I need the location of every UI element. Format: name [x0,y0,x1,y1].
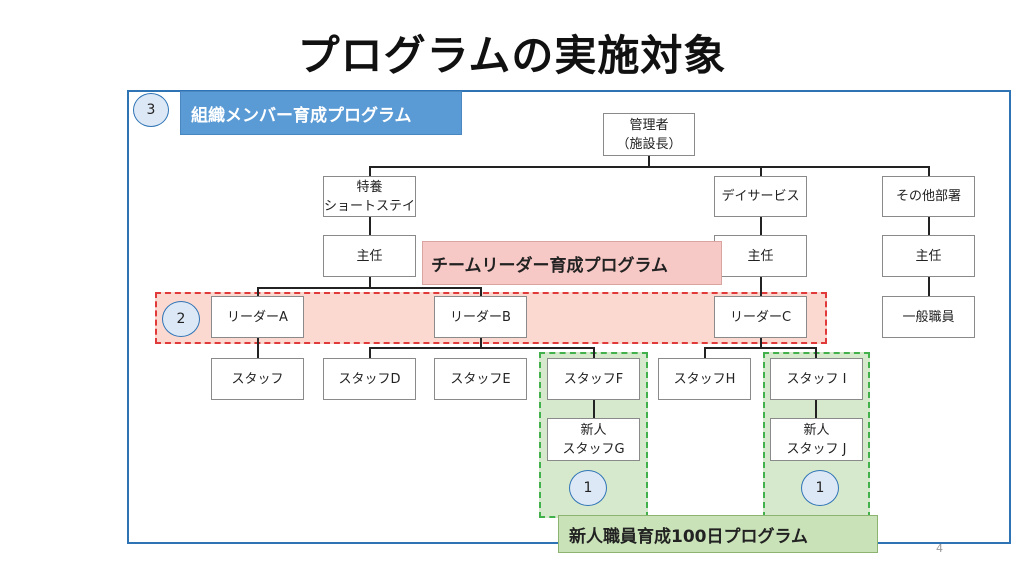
connector [928,217,930,235]
program-2-number: 2 [162,301,200,337]
page-number: 4 [936,542,943,555]
page-title: プログラムの実施対象 [297,31,727,80]
connector [257,287,482,289]
connector [704,347,706,358]
connector [369,217,371,235]
connector [704,347,817,349]
connector [369,166,930,168]
program-1-number-left: 1 [569,470,607,506]
connector [593,347,595,358]
node-leader-b: リーダーB [434,296,527,338]
connector [369,347,595,349]
node-staff-d: スタッフD [323,358,416,400]
connector [257,338,259,358]
connector [760,166,762,176]
connector [815,347,817,358]
node-staff-e: スタッフE [434,358,527,400]
connector [369,166,371,176]
node-general-staff: 一般職員 [882,296,975,338]
node-staff-h: スタッフH [658,358,751,400]
connector [369,347,371,358]
connector [928,277,930,296]
connector [760,217,762,235]
node-chief-1: 主任 [323,235,416,277]
program-1-label: 新人職員育成100日プログラム [558,515,878,553]
connector [480,338,482,348]
connector [369,277,371,288]
program-1-number-right: 1 [801,470,839,506]
connector [648,156,650,166]
node-new-staff-j: 新人 スタッフ J [770,418,863,461]
node-staff-i: スタッフ I [770,358,863,400]
connector [760,338,762,348]
node-leader-c: リーダーC [714,296,807,338]
node-other-departments: その他部署 [882,176,975,217]
node-administrator: 管理者 （施設長） [603,113,695,156]
connector [480,287,482,296]
program-3-number: 3 [133,93,169,127]
node-day-service: デイサービス [714,176,807,217]
node-chief-2: 主任 [714,235,807,277]
program-2-label: チームリーダー育成プログラム [422,241,722,285]
node-new-staff-g: 新人 スタッフG [547,418,640,461]
node-staff: スタッフ [211,358,304,400]
connector [928,166,930,176]
connector [257,287,259,296]
program-3-label: 組織メンバー育成プログラム [180,91,462,135]
node-chief-3: 主任 [882,235,975,277]
node-tokuyo-shortstay: 特養 ショートステイ [323,176,416,217]
connector [815,400,817,418]
node-staff-f: スタッフF [547,358,640,400]
node-leader-a: リーダーA [211,296,304,338]
connector [760,277,762,296]
connector [593,400,595,418]
